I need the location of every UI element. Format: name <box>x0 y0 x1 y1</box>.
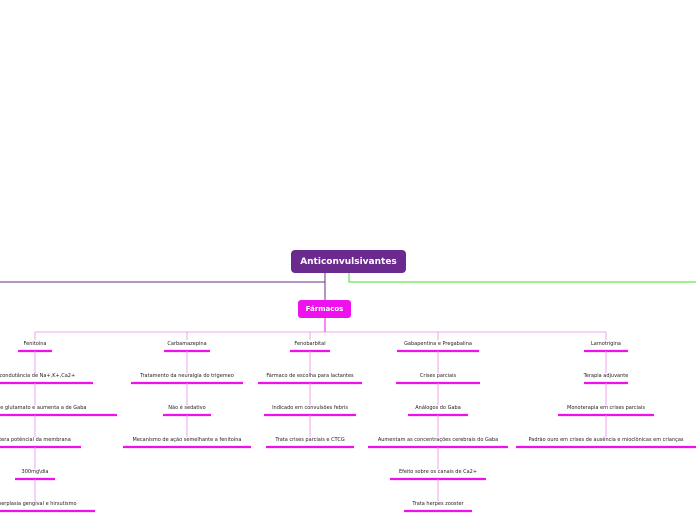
drug-item[interactable]: Mecanismo de ação semelhante a fenitoína <box>132 437 242 443</box>
drug-label[interactable]: Lamotrigina <box>591 341 621 347</box>
branch-line-right <box>348 273 696 283</box>
drug-item[interactable]: Análogos do Gaba <box>415 405 461 411</box>
drug-item[interactable]: Crises parciais <box>419 373 457 379</box>
main-topic-label: Fármacos <box>305 305 344 313</box>
drug-item[interactable]: Trata crises parciais e CTCG <box>275 437 345 443</box>
drug-label[interactable]: Carbamazepina <box>167 341 207 347</box>
drug-label[interactable]: Gabapentina e Pregabalina <box>404 341 472 347</box>
drug-item[interactable]: Padrão ouro em crises de ausência e mioc… <box>528 437 684 443</box>
drug-item[interactable]: a condutância de Na+,K+,Ca2+ <box>0 373 76 379</box>
drug-item[interactable]: Efeito sobre os canais de Ca2+ <box>398 469 478 475</box>
drug-label[interactable]: Fenobarbital <box>294 341 326 347</box>
root-topic-label: Anticonvulsivantes <box>300 256 397 267</box>
drug-item[interactable]: eção de glutamato e aumenta a de Gaba <box>0 405 87 411</box>
drug-item[interactable]: Indicado em convulsões febris <box>272 405 348 411</box>
drug-item[interactable]: hiperplasia gengival e hirsutismo <box>0 501 77 507</box>
drug-label[interactable]: Fenitoína <box>23 341 47 347</box>
drug-item[interactable]: 300mg\dia <box>21 469 49 475</box>
main-topic-farmacos[interactable]: Fármacos <box>298 300 351 318</box>
drug-item[interactable]: Fármaco de escolha para lactantes <box>266 373 354 379</box>
drug-item[interactable]: Não é sedativo <box>168 405 206 411</box>
drug-item[interactable]: tera potêncial da membrana <box>0 437 71 443</box>
branch-line-left <box>0 273 326 283</box>
drug-item[interactable]: Trata herpes zooster <box>412 501 464 507</box>
drug-item[interactable]: Monoterapia em crises parciais <box>567 405 645 411</box>
drug-item[interactable]: Aumentam as concentrações cerebrais do G… <box>377 437 499 443</box>
root-topic[interactable]: Anticonvulsivantes <box>291 250 406 273</box>
drug-item[interactable]: Tratamento da neuralgia do trigemeo <box>140 373 234 379</box>
drug-item[interactable]: Terapia adjuvante <box>583 373 629 379</box>
